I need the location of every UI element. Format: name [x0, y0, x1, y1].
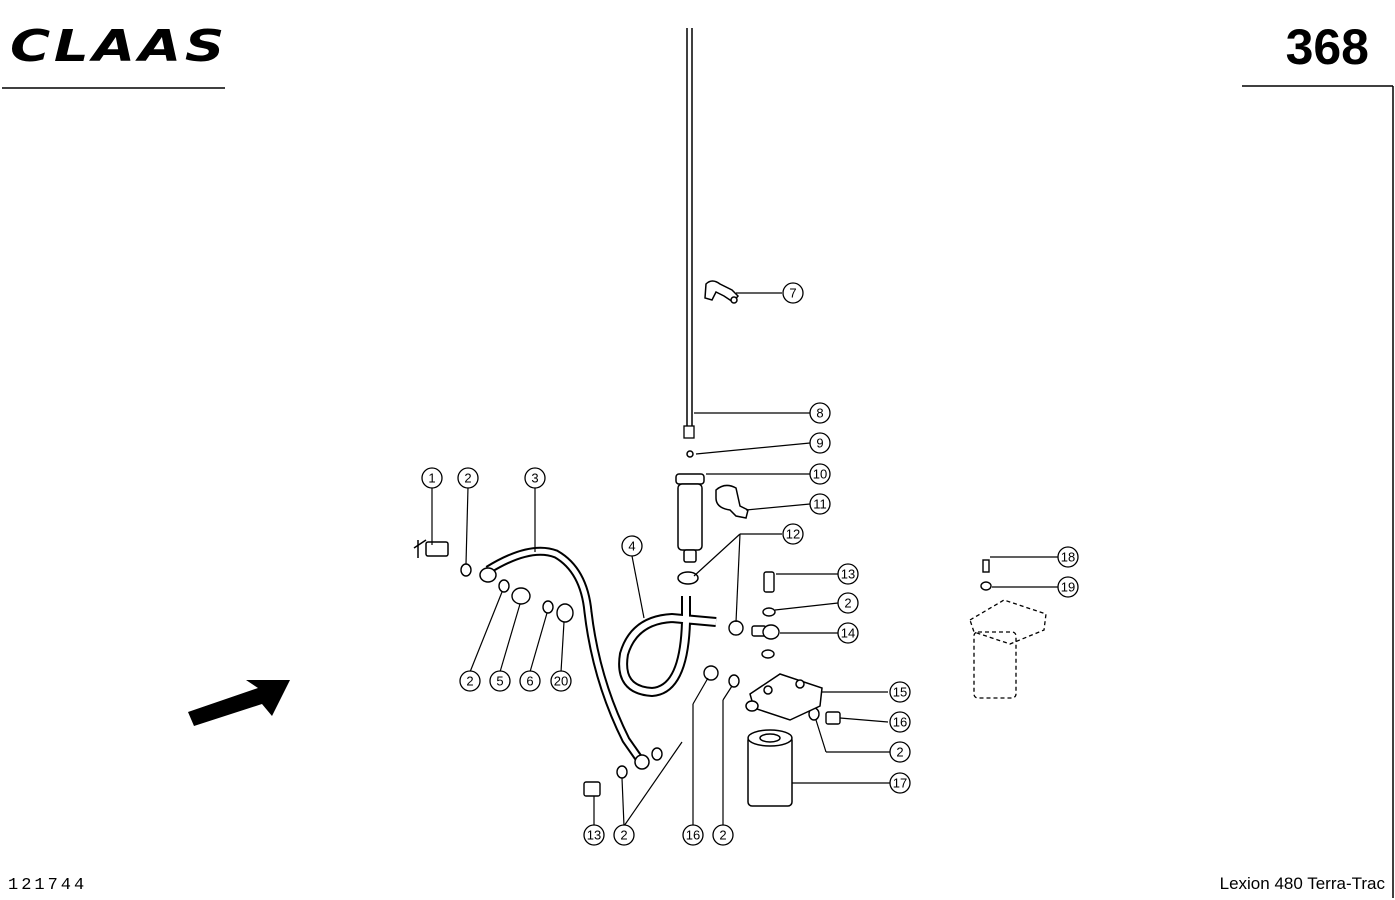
alt-filter-assembly	[969, 599, 1047, 699]
svg-text:7: 7	[789, 286, 796, 301]
callout-18: 18	[1057, 546, 1079, 568]
svg-text:16: 16	[893, 715, 907, 730]
callout-8: 8	[809, 402, 831, 424]
callout-16a: 16	[889, 711, 911, 733]
claas-logo: CLAAS	[8, 21, 230, 72]
filter-cartridge	[747, 729, 793, 807]
tube-bracket	[704, 280, 740, 304]
model-name: Lexion 480 Terra-Trac	[1219, 874, 1385, 893]
claas-logo-text: CLAAS	[10, 21, 228, 72]
callout-2c: 2	[837, 592, 859, 614]
callout-12: 12	[782, 523, 804, 545]
dipstick-tube	[683, 28, 695, 439]
svg-text:13: 13	[841, 567, 855, 582]
svg-text:18: 18	[1061, 550, 1075, 565]
svg-text:5: 5	[496, 674, 503, 689]
svg-text:16: 16	[686, 828, 700, 843]
svg-text:14: 14	[841, 626, 855, 641]
callout-2b: 2	[459, 670, 481, 692]
svg-text:2: 2	[719, 828, 726, 843]
svg-text:11: 11	[813, 497, 827, 512]
hose-long	[485, 546, 644, 763]
callout-19: 19	[1057, 576, 1079, 598]
svg-text:2: 2	[844, 596, 851, 611]
callout-16b: 16	[682, 824, 704, 846]
direction-arrow	[188, 680, 290, 726]
callout-11: 11	[809, 493, 831, 515]
clamp	[715, 484, 749, 519]
svg-text:2: 2	[466, 674, 473, 689]
svg-text:8: 8	[816, 406, 823, 421]
callout-4: 4	[621, 535, 643, 557]
hose-end-fitting-2	[634, 754, 650, 770]
svg-text:2: 2	[620, 828, 627, 843]
callout-9: 9	[809, 432, 831, 454]
svg-text:17: 17	[893, 776, 907, 791]
callout-7: 7	[782, 282, 804, 304]
svg-text:2: 2	[896, 745, 903, 760]
svg-text:1: 1	[428, 471, 435, 486]
svg-text:15: 15	[893, 685, 907, 700]
svg-text:9: 9	[816, 436, 823, 451]
small-parts	[460, 559, 992, 797]
drain-valve	[413, 539, 449, 558]
callout-2a: 2	[457, 467, 479, 489]
svg-text:2: 2	[464, 471, 471, 486]
callout-2d: 2	[889, 741, 911, 763]
filter-head	[745, 673, 823, 721]
callout-17: 17	[889, 772, 911, 794]
callout-2e: 2	[613, 824, 635, 846]
callout-3: 3	[524, 467, 546, 489]
callout-10: 10	[809, 463, 831, 485]
svg-text:3: 3	[531, 471, 538, 486]
page-number: 368	[1285, 19, 1369, 75]
hose-end-fitting	[479, 567, 497, 583]
svg-text:6: 6	[526, 674, 533, 689]
washer-12	[677, 571, 699, 585]
callout-20: 20	[550, 670, 572, 692]
callout-1: 1	[421, 467, 443, 489]
hose-loop	[618, 596, 717, 698]
drawing-number: 121744	[8, 876, 88, 895]
callout-13b: 13	[583, 824, 605, 846]
filter-housing-upper	[675, 450, 705, 563]
callout-6: 6	[519, 670, 541, 692]
leader-lines	[431, 292, 1058, 827]
callout-2f: 2	[712, 824, 734, 846]
callout-14: 14	[837, 622, 859, 644]
svg-text:13: 13	[587, 828, 601, 843]
svg-text:20: 20	[554, 674, 568, 689]
callout-15: 15	[889, 681, 911, 703]
callout-13a: 13	[837, 563, 859, 585]
svg-text:19: 19	[1061, 580, 1075, 595]
svg-text:10: 10	[813, 467, 827, 482]
callout-5: 5	[489, 670, 511, 692]
svg-text:12: 12	[786, 527, 800, 542]
svg-text:4: 4	[628, 539, 635, 554]
